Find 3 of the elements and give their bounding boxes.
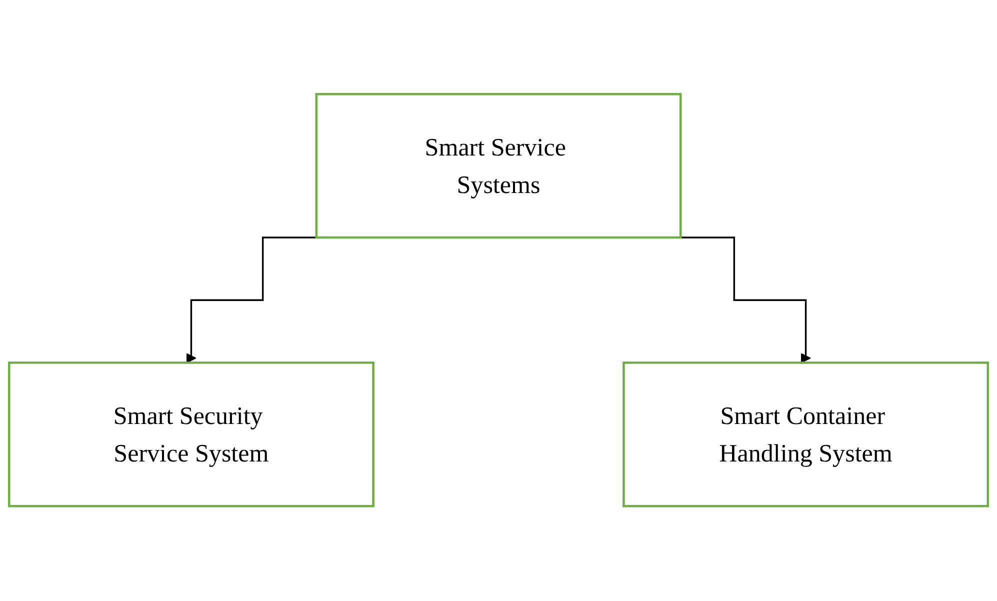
node-box: Smart Security Service System (8, 362, 374, 508)
node-box: Smart Service Systems (315, 93, 682, 240)
node-box: Smart Container Handling System (622, 362, 990, 508)
